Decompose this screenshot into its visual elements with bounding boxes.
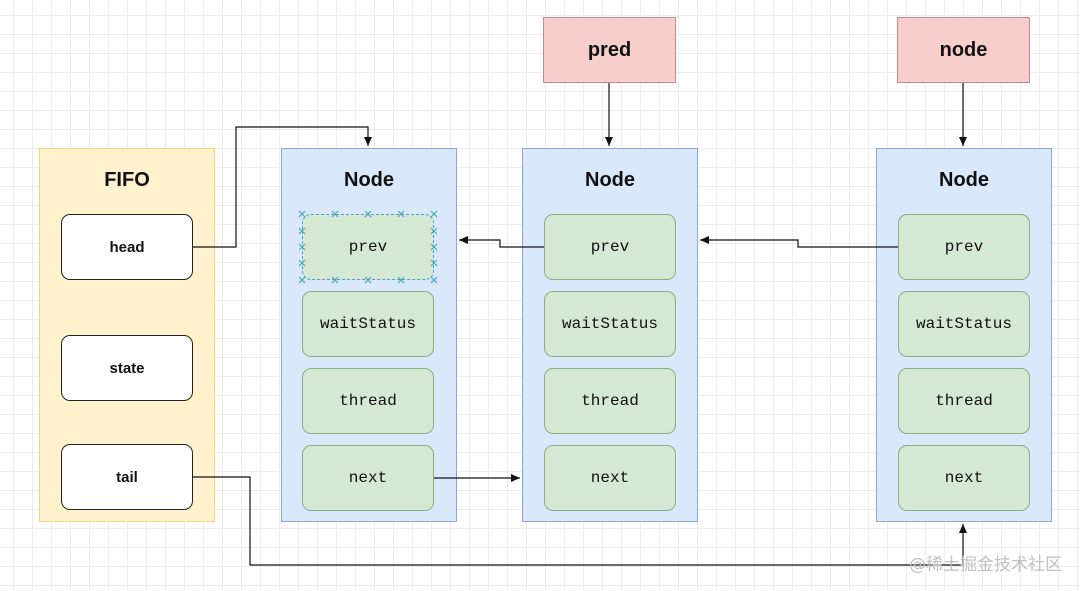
node3-prev-arrow — [700, 236, 898, 248]
node-1-thread-field[interactable]: thread — [302, 368, 434, 434]
node-3-next-field[interactable]: next — [898, 445, 1030, 511]
head-arrow — [193, 126, 372, 248]
fifo-title: FIFO — [104, 169, 150, 191]
head-field[interactable]: head — [61, 214, 193, 280]
tail-arrow — [193, 476, 967, 566]
node-3-waitstatus-field[interactable]: waitStatus — [898, 291, 1030, 357]
node-1-next-field[interactable]: next — [302, 445, 434, 511]
node-2-thread-field[interactable]: thread — [544, 368, 676, 434]
node-3-title: Node — [939, 169, 989, 191]
node-1-waitstatus-field[interactable]: waitStatus — [302, 291, 434, 357]
node-2-waitstatus-field[interactable]: waitStatus — [544, 291, 676, 357]
tail-field[interactable]: tail — [61, 444, 193, 510]
node-3-thread-field[interactable]: thread — [898, 368, 1030, 434]
node-2-prev-field[interactable]: prev — [544, 214, 676, 280]
node2-prev-arrow — [459, 236, 544, 248]
node-2-next-field[interactable]: next — [544, 445, 676, 511]
node-pointer-label[interactable]: node — [897, 17, 1030, 83]
state-field[interactable]: state — [61, 335, 193, 401]
watermark: @稀土掘金技术社区 — [909, 555, 1062, 575]
node-2-title: Node — [585, 169, 635, 191]
node-1-title: Node — [344, 169, 394, 191]
selection-handles — [298, 210, 438, 284]
node-3-prev-field[interactable]: prev — [898, 214, 1030, 280]
pred-pointer-label[interactable]: pred — [543, 17, 676, 83]
